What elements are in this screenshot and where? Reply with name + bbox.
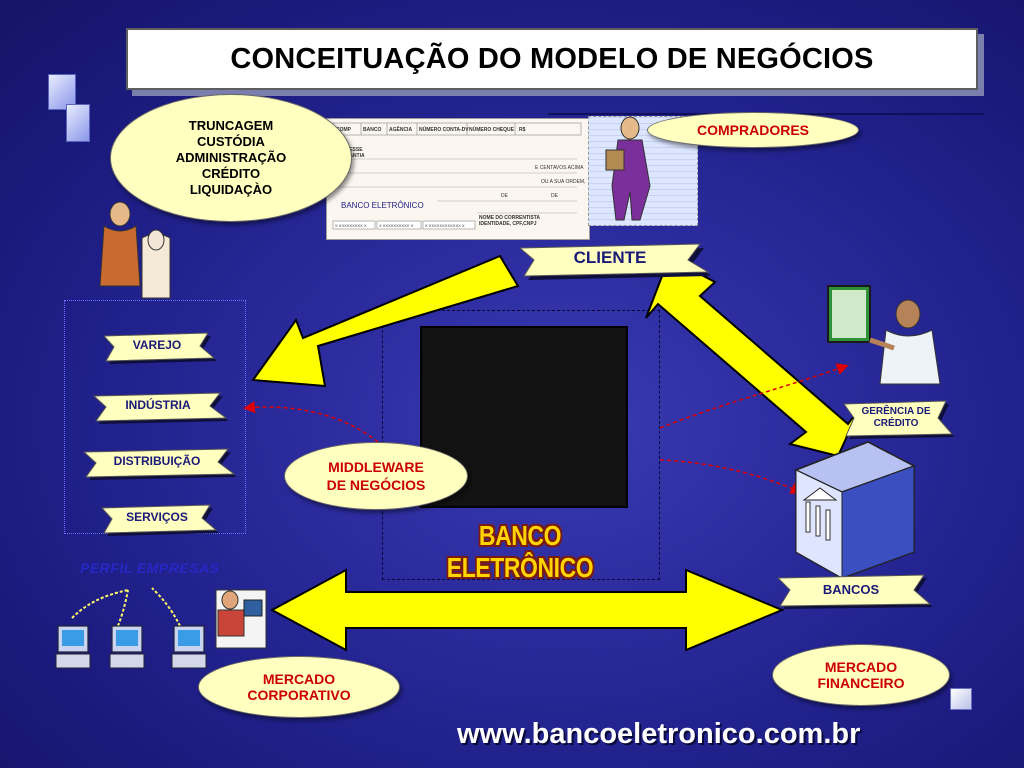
mercado-corporativo-line-1: MERCADO	[262, 671, 336, 687]
segment-varejo-label: VAREJO	[132, 338, 182, 352]
segment-badge-shape	[100, 504, 218, 536]
connector-pc-2	[117, 589, 129, 627]
page-title: CONCEITUAÇÃO DO MODELO DE NEGÓCIOS	[230, 42, 874, 75]
buyer-figure-icon	[605, 116, 651, 221]
check-code-3: X XXXXXXXXXXXX X	[425, 223, 465, 228]
connector-pc-1	[71, 589, 129, 619]
decor-square-3	[950, 688, 972, 710]
mercado-financeiro-ellipse: MERCADO FINANCEIRO	[772, 644, 950, 706]
segment-badge-varejo: VAREJO	[98, 330, 216, 364]
check-header-agencia: AGÊNCIA	[389, 127, 413, 133]
decor-square-2	[66, 104, 90, 142]
mercado-corporativo-line-2: CORPORATIVO	[247, 687, 351, 703]
check-header-comp: COMP	[336, 127, 351, 133]
check-de-2: DE	[551, 193, 558, 199]
arrow-cliente-to-empresas	[251, 254, 520, 388]
website-url: www.bancoeletronico.com.br	[457, 718, 861, 750]
check-header-cheque: NÚMERO CHEQUE	[469, 127, 515, 133]
check-de-1: DE	[501, 193, 508, 199]
title-box: CONCEITUAÇÃO DO MODELO DE NEGÓCIOS	[126, 28, 978, 90]
check-ordem: OU A SUA ORDEM,	[541, 179, 586, 185]
processes-ellipse: TRUNCAGEM CUSTÓDIA ADMINISTRAÇÃO CRÉDITO…	[110, 94, 352, 222]
check-code-2: X XXXXXXXXXX X	[379, 223, 414, 228]
gerencia-badge-shape	[843, 400, 954, 439]
cliente-badge-shape	[518, 243, 710, 280]
gerencia-line-2: CRÉDITO	[873, 418, 919, 429]
connector-center-bancos	[659, 459, 803, 494]
check-document: COMP BANCO AGÊNCIA NÚMERO CONTA-DV NÚMER…	[326, 118, 590, 240]
mercado-corporativo-ellipse: MERCADO CORPORATIVO	[198, 656, 400, 718]
connector-pc-3	[151, 587, 181, 627]
gerencia-credito-badge: GERÊNCIA DE CRÉDITO	[838, 398, 954, 440]
cliente-label: CLIENTE	[573, 248, 647, 267]
check-header-valor: R$	[519, 127, 526, 133]
middleware-line-1: MIDDLEWARE	[328, 459, 424, 475]
middleware-line-2: DE NEGÓCIOS	[326, 477, 426, 493]
mercado-financeiro-line-1: MERCADO	[824, 659, 898, 675]
banco-eletronico-label: BANCO ELETRÔNICO	[446, 520, 594, 583]
gerencia-line-1: GERÊNCIA DE	[861, 406, 931, 417]
compradores-ellipse: COMPRADORES	[647, 112, 859, 148]
business-people-icon	[99, 201, 171, 299]
check-nome: NOME DO CORRENTISTA	[479, 215, 541, 221]
segment-badge-shape	[82, 448, 236, 480]
check-header-banco: BANCO	[363, 127, 382, 133]
segment-industria-label: INDÚSTRIA	[125, 398, 191, 412]
perfil-empresas-label: PERFIL EMPRESAS	[80, 560, 220, 576]
bank-building-icon	[794, 441, 916, 579]
bancos-badge-shape	[776, 574, 932, 609]
check-centavos: E CENTAVOS ACIMA	[535, 165, 584, 171]
mercado-financeiro-line-2: FINANCEIRO	[817, 675, 905, 691]
connector-center-gerencia	[659, 363, 849, 429]
segment-badge-distribuicao: DISTRIBUIÇÃO	[78, 446, 236, 480]
segment-badge-industria: INDÚSTRIA	[88, 390, 228, 424]
segment-servicos-label: SERVIÇOS	[126, 510, 188, 524]
cliente-badge: CLIENTE	[510, 240, 710, 280]
bancos-badge: BANCOS	[770, 572, 932, 610]
segment-badge-servicos: SERVIÇOS	[96, 502, 218, 536]
process-credito: CRÉDITO	[201, 166, 261, 181]
client-computers-icon	[55, 625, 207, 669]
decor-square-1	[48, 74, 76, 110]
arrow-corporativo-financeiro	[269, 568, 785, 652]
process-administracao: ADMINISTRAÇÃO	[175, 150, 287, 165]
check-code-1: X XXXXXXXXX X	[335, 223, 367, 228]
process-truncagem: TRUNCAGEM	[188, 118, 274, 133]
bancos-label: BANCOS	[822, 582, 880, 597]
segment-badge-shape	[102, 332, 216, 364]
segment-badge-shape	[92, 392, 228, 424]
middleware-ellipse: MIDDLEWARE DE NEGÓCIOS	[284, 442, 468, 510]
connector-middleware-empresas	[243, 401, 379, 443]
check-bank-name: BANCO ELETRÔNICO	[341, 201, 424, 210]
check-identidade: IDENTIDADE, CPF,CNPJ	[479, 221, 537, 227]
manager-figure-icon	[827, 285, 941, 385]
compradores-label: COMPRADORES	[696, 122, 809, 138]
segment-distribuicao-label: DISTRIBUIÇÃO	[113, 454, 201, 468]
check-header-conta: NÚMERO CONTA-DV	[419, 127, 469, 133]
process-liquidacao: LIQUIDAÇÀO	[189, 182, 273, 197]
operator-figure-icon	[215, 589, 267, 649]
process-custodia: CUSTÓDIA	[197, 134, 265, 149]
